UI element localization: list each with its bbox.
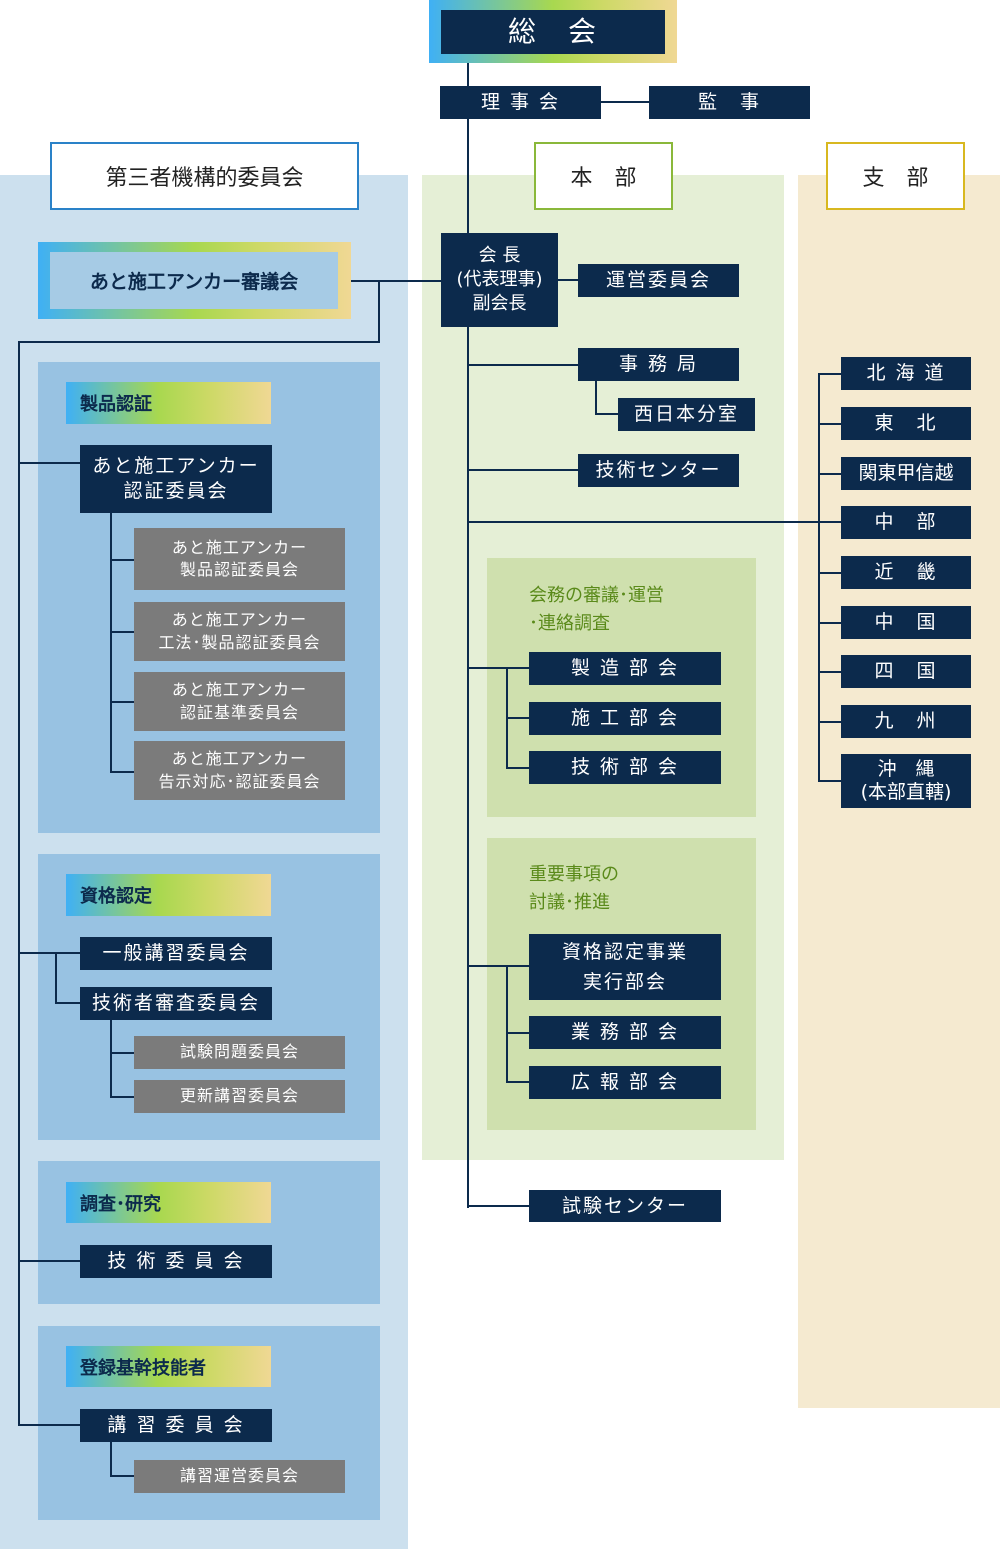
research-label: 調査･研究 bbox=[66, 1182, 271, 1223]
important-item: 広 報 部 会 bbox=[529, 1066, 721, 1099]
affairs-item: 施 工 部 会 bbox=[529, 702, 721, 735]
registered-label: 登録基幹技能者 bbox=[66, 1346, 271, 1387]
test-center: 試験センター bbox=[529, 1190, 721, 1222]
product-cert-label: 製品認証 bbox=[66, 382, 271, 424]
shibu-title: 支 部 bbox=[826, 142, 965, 210]
honbu-title: 本 部 bbox=[534, 142, 673, 210]
qualification-label: 資格認定 bbox=[66, 874, 271, 916]
general-course-committee: 一般講習委員会 bbox=[80, 937, 272, 970]
sub-committee: あと施工アンカー 製品認証委員会 bbox=[134, 528, 345, 590]
branch: 九 州 bbox=[841, 705, 971, 738]
anchor-council: あと施工アンカー審議会 bbox=[50, 252, 338, 309]
course-committee: 講 習 委 員 会 bbox=[80, 1409, 272, 1442]
branch: 沖 縄 (本部直轄) bbox=[841, 754, 971, 808]
branch: 東 北 bbox=[841, 407, 971, 440]
important-item: 資格認定事業 実行部会 bbox=[529, 934, 721, 1000]
cert-committee: あと施工アンカー 認証委員会 bbox=[80, 445, 272, 513]
steering-committee: 運営委員会 bbox=[578, 264, 739, 297]
sub-committee: あと施工アンカー 告示対応･認証委員会 bbox=[134, 741, 345, 800]
important-label: 重要事項の 討議･推進 bbox=[529, 864, 619, 913]
branch: 中 国 bbox=[841, 606, 971, 639]
sub-committee: あと施工アンカー 認証基準委員会 bbox=[134, 672, 345, 731]
sub-committee: 更新講習委員会 bbox=[134, 1080, 345, 1113]
affairs-item: 技 術 部 会 bbox=[529, 751, 721, 784]
sub-committee: 講習運営委員会 bbox=[134, 1460, 345, 1493]
west-japan-office: 西日本分室 bbox=[618, 398, 755, 431]
engineer-review-committee: 技術者審査委員会 bbox=[80, 987, 272, 1020]
auditor: 監 事 bbox=[649, 86, 810, 119]
important-item: 業 務 部 会 bbox=[529, 1016, 721, 1049]
branch: 関東甲信越 bbox=[841, 457, 971, 490]
affairs-item: 製 造 部 会 bbox=[529, 652, 721, 685]
board-of-directors: 理 事 会 bbox=[440, 86, 601, 119]
technical-committee: 技 術 委 員 会 bbox=[80, 1245, 272, 1278]
branch: 近 畿 bbox=[841, 556, 971, 589]
branch: 北 海 道 bbox=[841, 357, 971, 390]
branch: 四 国 bbox=[841, 655, 971, 688]
general-assembly: 総 会 bbox=[441, 10, 665, 54]
third-party-title: 第三者機構的委員会 bbox=[50, 142, 359, 210]
tech-center: 技術センター bbox=[578, 454, 739, 487]
branch: 中 部 bbox=[841, 506, 971, 539]
secretariat: 事 務 局 bbox=[578, 348, 739, 381]
affairs-label: 会務の審議･運営 ･連絡調査 bbox=[529, 585, 664, 634]
sub-committee: 試験問題委員会 bbox=[134, 1036, 345, 1069]
sub-committee: あと施工アンカー 工法･製品認証委員会 bbox=[134, 602, 345, 661]
president: 会 長 (代表理事) 副会長 bbox=[441, 233, 558, 327]
